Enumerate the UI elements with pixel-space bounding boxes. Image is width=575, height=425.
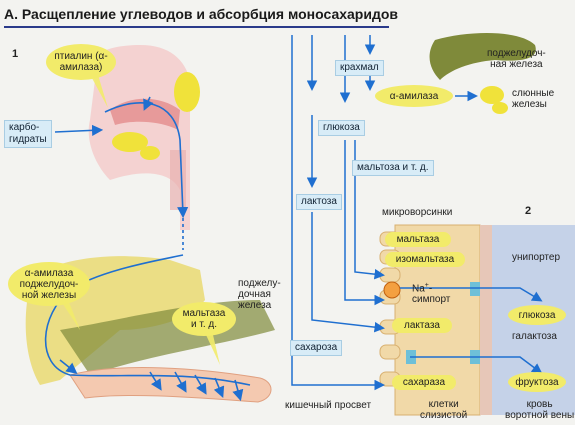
panel2-arrows (291, 35, 543, 391)
na-charge: + (424, 282, 429, 289)
alpha-amylase-callout: α-амилаза (375, 85, 453, 107)
pancreas-line-1: поджелу- (238, 278, 281, 289)
na-text: Na (412, 283, 425, 295)
glucose-out-callout: глюкоза (508, 305, 566, 325)
amylase-line-2: поджелудоч- (19, 278, 79, 290)
symport-text: симпорт (412, 294, 451, 306)
carbohydrates-box: карбо- гидраты (4, 120, 52, 148)
galactose-label: галактоза (512, 331, 557, 342)
ptyalin-label: птиалин (α-амилаза) (54, 51, 108, 73)
maltase-panel1-callout: мальтаза и т. д. (172, 302, 236, 336)
parotid-gland (174, 72, 200, 112)
salivary-line-2: железы (512, 99, 547, 110)
sucrose-box: сахароза (290, 340, 343, 356)
panel-1-number: 1 (12, 48, 19, 60)
salivary-glands-label: слюнные железы (512, 88, 554, 110)
figure-title: A. Расщепление углеводов и абсорбция мон… (4, 6, 398, 28)
blood-line-1: кровь (526, 399, 553, 410)
mucosa-line-2: слизистой (420, 410, 468, 421)
mucosa-cells-label: клетки слизистой (420, 399, 467, 421)
maltase1-line-2: и т. д. (190, 319, 217, 330)
pancreas-label: поджелу- дочная железа (238, 278, 281, 311)
carbs-line-1: карбо- (9, 122, 40, 133)
lumen-label: кишечный просвет (285, 400, 372, 411)
fructose-callout: фруктоза (508, 372, 566, 392)
blood-line-2: воротной вены (505, 410, 575, 421)
pancreas-line-3: железа (238, 300, 272, 311)
amylase-pancreas-callout: α-амилаза поджелудоч- ной железы (8, 262, 90, 306)
maltose-box: мальтоза и т. д. (352, 160, 434, 176)
microvilli-label: микроворсинки (382, 207, 453, 218)
maltase1-line-1: мальтаза (182, 308, 226, 319)
na-dash: - (428, 283, 433, 295)
title-underline (4, 26, 389, 28)
panel1-arrows (44, 96, 251, 402)
gland-line-2: ная железа (490, 59, 543, 70)
salivary-line-1: слюнные (512, 88, 555, 99)
sucrase-enzyme: сахараза (392, 375, 456, 390)
lactose-box: лактоза (296, 194, 342, 210)
portal-blood-label: кровь воротной вены (505, 399, 574, 421)
gland-line-1: поджелудоч- (487, 48, 546, 59)
pancreas-gland-label: поджелудоч- ная железа (487, 48, 546, 70)
uniporter-label: унипортер (512, 252, 561, 263)
pancreas-gland-icon (429, 33, 536, 114)
carbs-line-2: гидраты (9, 134, 47, 145)
starch-box: крахмал (335, 60, 384, 76)
glucose-box: глюкоза (318, 120, 365, 136)
salivary-gland-1 (112, 132, 148, 152)
na-symport-label: Na+- симпорт (412, 280, 450, 305)
mucosa-line-1: клетки (428, 399, 459, 410)
pancreas-line-2: дочная (238, 289, 271, 300)
isomaltase-enzyme: изомальтаза (385, 252, 465, 267)
ptyalin-callout: птиалин (α-амилаза) (46, 44, 116, 80)
amylase-line-3: ной железы (21, 289, 77, 301)
amylase-line-1: α-амилаза (24, 267, 74, 279)
panel-2-number: 2 (525, 205, 532, 217)
maltase-enzyme: мальтаза (385, 232, 451, 247)
salivary-gland-2 (140, 146, 160, 160)
lactase-enzyme: лактаза (392, 318, 452, 333)
